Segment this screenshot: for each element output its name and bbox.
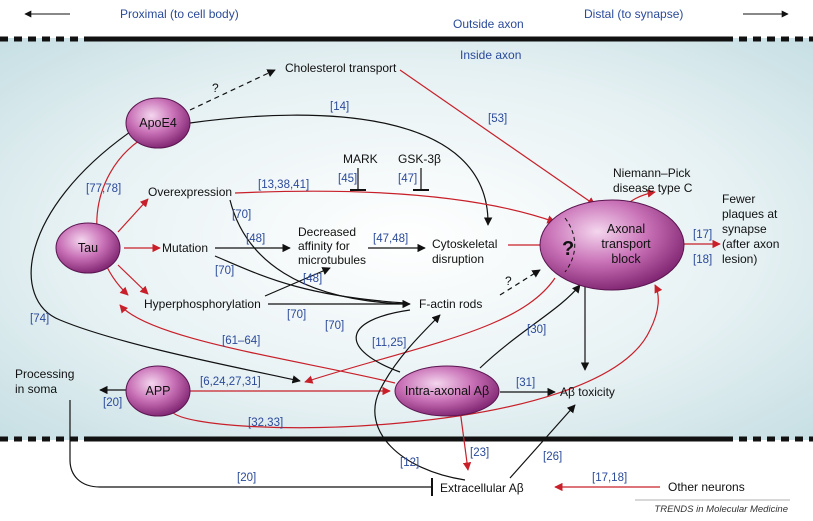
ref-26: [26] (543, 451, 562, 463)
credit-label: TRENDS in Molecular Medicine (654, 504, 788, 515)
intra-axonal-to-hyperphos-arrow (119, 304, 396, 384)
overexpression-label: Overexpression (148, 185, 232, 199)
extracellular-to-toxicity-arrow (509, 404, 576, 479)
mark-label: MARK (343, 152, 378, 166)
ref-48-a: [48] (246, 233, 265, 245)
hyperphosphorylation-label: Hyperphosphorylation (144, 297, 261, 311)
ref-61-64: [61–64] (222, 335, 260, 347)
overexpression-to-factin-line (229, 199, 406, 305)
cytoskeletal-line1: Cytoskeletal (432, 237, 497, 251)
axonal-block-line1: Axonal (607, 222, 645, 236)
fewer-line1: Fewer (722, 192, 755, 206)
factin-rods-label: F-actin rods (419, 297, 482, 311)
ref-14: [14] (330, 101, 349, 113)
ref-47: [47] (398, 173, 417, 185)
ref-70-b: [70] (215, 265, 234, 277)
apoe4-to-cytoskeletal-arrow (189, 114, 493, 226)
tau-node: Tau (55, 222, 121, 274)
axon-exterior (0, 442, 813, 521)
ref-13-38-41: [13,38,41] (258, 179, 309, 191)
factin-to-block-arrow (499, 269, 541, 296)
fewer-line5: lesion) (722, 252, 757, 266)
ref-70-c: [70] (287, 309, 306, 321)
overexpression-to-block-arrow (234, 190, 556, 224)
block-dashed-arc (564, 217, 576, 273)
apoe4-to-cholesterol-arrow (189, 69, 276, 111)
processing-line2: in soma (15, 382, 57, 396)
hyperphos-to-decreased-arrow (264, 267, 331, 297)
outside-axon-label: Outside axon (453, 17, 524, 31)
ref-48-b: [48] (303, 273, 322, 285)
ref-47-48: [47,48] (373, 233, 408, 245)
ref-18: [18] (693, 254, 712, 266)
cholesterol-transport-label: Cholesterol transport (285, 61, 397, 75)
proximal-label: Proximal (to cell body) (120, 7, 239, 21)
processing-line1: Processing (15, 367, 74, 381)
mutation-label: Mutation (162, 241, 208, 255)
fewer-line4: (after axon (722, 237, 779, 251)
ref-70-a: [70] (232, 209, 251, 221)
app-to-block-arrow (171, 284, 663, 429)
cytoskeletal-line2: disruption (432, 252, 484, 266)
tau-to-hyperphos-arrow (117, 264, 149, 295)
ref-20-b: [20] (237, 472, 256, 484)
axonal-block-question: ? (562, 238, 574, 260)
other-neurons-label: Other neurons (668, 480, 745, 494)
inside-axon-label: Inside axon (460, 48, 521, 62)
ref-17-18: [17,18] (592, 472, 627, 484)
ref-45: [45] (338, 173, 357, 185)
apoe4-to-hyperphos-arrow (96, 139, 141, 296)
distal-label: Distal (to synapse) (584, 7, 683, 21)
intra-axonal-node: Intra-axonal Aβ (394, 365, 500, 417)
ref-12: [12] (400, 457, 419, 469)
ref-23: [23] (470, 447, 489, 459)
intra-axonal-label: Intra-axonal Aβ (405, 384, 489, 398)
ref-17: [17] (693, 229, 712, 241)
tau-label: Tau (78, 241, 98, 255)
processing-to-extracellular-line (69, 400, 432, 488)
ref-11-25: [11,25] (372, 337, 406, 349)
ref-77-78: [77,78] (86, 183, 121, 195)
ref-53: [53] (488, 113, 507, 125)
gsk-label: GSK-3β (398, 152, 441, 166)
block-to-intra-axonal-red-arrow (304, 277, 556, 384)
ref-20-a: [20] (103, 397, 122, 409)
axonal-block-node: Axonal transport block ? (539, 199, 685, 291)
ref-6-24-27-31: [6,24,27,31] (200, 376, 261, 388)
extracellular-to-factin-arrow (374, 314, 466, 481)
ref-31: [31] (516, 377, 535, 389)
fewer-line2: plaques at (722, 207, 778, 221)
decreased-line1: Decreased (298, 225, 356, 239)
niemann-line1: Niemann–Pick (613, 166, 691, 180)
ref-74: [74] (30, 313, 49, 325)
axonal-block-line2: transport (601, 237, 651, 251)
abeta-toxicity-label: Aβ toxicity (560, 385, 615, 399)
apoe4-label: ApoE4 (139, 116, 177, 130)
apoe4-question-label: ? (212, 81, 219, 95)
ref-70-d: [70] (325, 320, 344, 332)
cholesterol-to-block-arrow (399, 69, 596, 206)
intra-axonal-to-extracellular-arrow (459, 409, 472, 471)
tau-to-overexpression-arrow (117, 198, 149, 233)
axonal-block-line3: block (611, 252, 641, 266)
app-label: APP (145, 384, 170, 398)
ref-32-33: [32,33] (248, 417, 283, 429)
apoe4-to-intra-axonal-arrow (30, 131, 301, 384)
intra-axonal-to-block-arrow (479, 284, 581, 369)
intra-axonal-to-factin-line (355, 309, 411, 373)
mutation-to-factin-line (214, 255, 406, 304)
niemann-line2: disease type C (613, 181, 693, 195)
decreased-line3: microtubules (298, 253, 366, 267)
app-node: APP (125, 365, 191, 417)
extracellular-label: Extracellular Aβ (440, 481, 524, 495)
decreased-line2: affinity for (298, 239, 350, 253)
factin-question-label: ? (505, 274, 512, 288)
ref-30: [30] (527, 324, 546, 336)
apoe4-node: ApoE4 (125, 97, 191, 149)
fewer-line3: synapse (722, 222, 767, 236)
